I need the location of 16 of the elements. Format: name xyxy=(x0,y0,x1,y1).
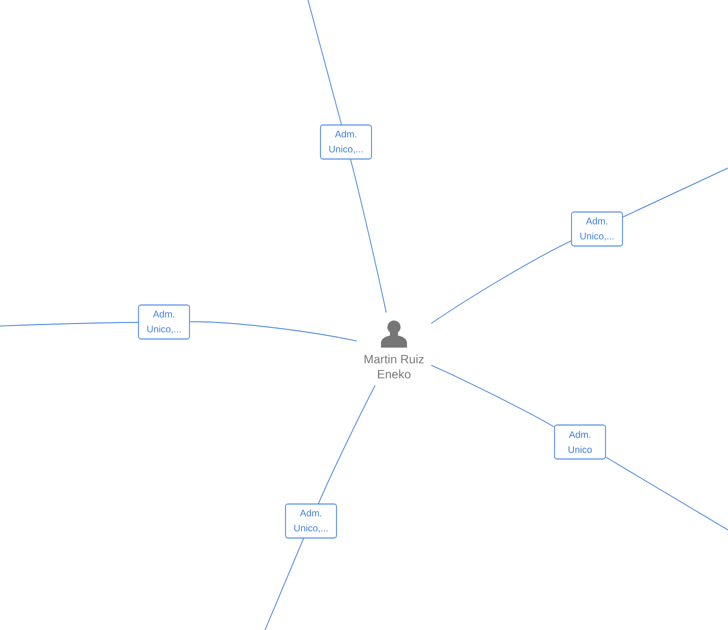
connector-line xyxy=(430,364,554,428)
label-box: Adm. Unico,... xyxy=(138,304,190,340)
connector-line xyxy=(308,0,342,125)
connector-line xyxy=(318,385,376,504)
connector-line xyxy=(350,159,387,314)
connector-line xyxy=(0,322,138,326)
label-box: Adm. Unico,... xyxy=(571,212,623,246)
connector-line xyxy=(264,538,304,630)
label-box: Adm. Unico xyxy=(554,424,606,460)
connector-line xyxy=(622,168,728,218)
label-box: Adm. Unico,... xyxy=(320,124,372,160)
label-box: Adm. Unico,... xyxy=(285,504,337,538)
connector-line xyxy=(430,240,572,324)
connector-line xyxy=(606,456,728,530)
connector-line xyxy=(190,321,358,342)
person-name: Martin Ruiz Eneko xyxy=(364,354,424,378)
